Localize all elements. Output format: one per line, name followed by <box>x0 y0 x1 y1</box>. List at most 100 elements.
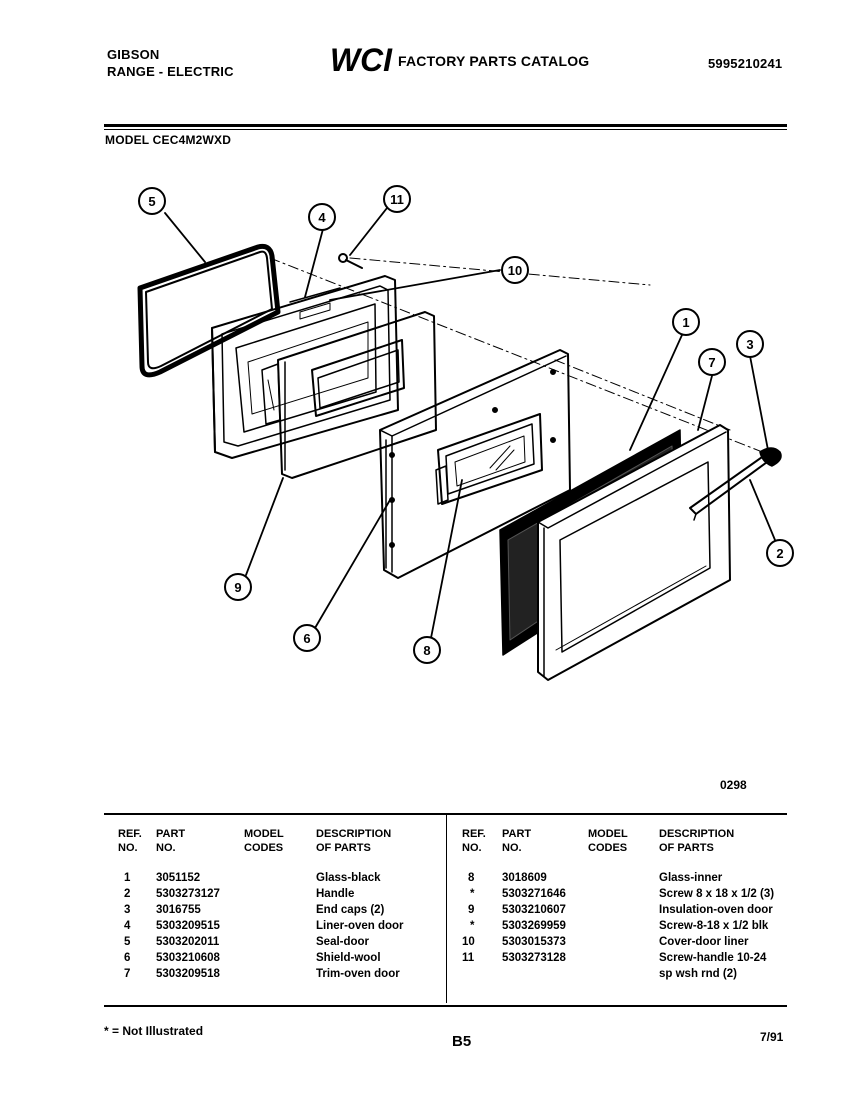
part-desc: Insulation-oven door <box>659 904 773 916</box>
model-label: MODEL CEC4M2WXD <box>105 133 232 147</box>
ref-no: * <box>470 920 475 932</box>
part-no: 3018609 <box>502 872 547 884</box>
header-desc-right: DESCRIPTION OF PARTS <box>659 828 735 854</box>
ref-no: 1 <box>124 872 131 884</box>
part-desc: Seal-door <box>316 936 370 948</box>
screw-handle-part <box>338 253 363 269</box>
ref-no: 7 <box>124 968 131 980</box>
table-row: 5 5303202011 Seal-door <box>104 936 444 952</box>
part-no: 5303269959 <box>502 920 566 932</box>
callout-6: 6 <box>303 631 310 646</box>
part-desc: End caps (2) <box>316 904 385 916</box>
catalog-number: 5995210241 <box>708 56 783 71</box>
callout-labels: 5 4 11 10 1 7 3 2 9 6 8 <box>148 192 783 658</box>
part-no: 5303209515 <box>156 920 220 932</box>
part-desc: Glass-inner <box>659 872 723 884</box>
part-no: 5303015373 <box>502 936 566 948</box>
part-no: 3016755 <box>156 904 201 916</box>
liner-oven-door-part <box>211 275 399 459</box>
part-desc: Trim-oven door <box>316 968 400 980</box>
table-row: 4 5303209515 Liner-oven door <box>104 920 444 936</box>
table-row: * 5303271646 Screw 8 x 18 x 1/2 (3) <box>448 888 786 904</box>
header-part-right: PART NO. <box>502 828 532 854</box>
seal-door-part <box>137 243 281 378</box>
callout-5: 5 <box>148 194 155 209</box>
part-desc: Liner-oven door <box>316 920 404 932</box>
brand-block: GIBSON RANGE - ELECTRIC <box>107 46 234 80</box>
part-no: 5303209518 <box>156 968 220 980</box>
table-row: sp wsh rnd (2) <box>448 968 786 984</box>
header-desc-left: DESCRIPTION OF PARTS <box>316 828 392 854</box>
table-row: 6 5303210608 Shield-wool <box>104 952 444 968</box>
handle-part <box>689 447 782 521</box>
column-divider <box>446 815 447 1003</box>
header-ref-right: REF. NO. <box>462 828 486 854</box>
part-desc: Glass-black <box>316 872 381 884</box>
page-id: B5 <box>452 1033 472 1050</box>
product-type: RANGE - ELECTRIC <box>107 64 234 79</box>
brand-name: GIBSON <box>107 47 160 62</box>
table-row: 11 5303273128 Screw-handle 10-24 <box>448 952 786 968</box>
part-desc: sp wsh rnd (2) <box>659 968 737 980</box>
part-no: 3051152 <box>156 872 201 884</box>
catalog-title: FACTORY PARTS CATALOG <box>398 53 590 69</box>
table-row: 8 3018609 Glass-inner <box>448 872 786 888</box>
part-desc: Handle <box>316 888 355 900</box>
part-desc: Shield-wool <box>316 952 381 964</box>
ref-no: 6 <box>124 952 131 964</box>
callout-8: 8 <box>423 643 430 658</box>
part-no: 5303273127 <box>156 888 220 900</box>
ref-no: 3 <box>124 904 131 916</box>
wci-logo: WCI <box>330 44 393 74</box>
table-row: 3 3016755 End caps (2) <box>104 904 444 920</box>
ref-no: 8 <box>468 872 475 884</box>
ref-no: 11 <box>462 952 475 964</box>
parts-table: REF. NO. PART NO. MODEL CODES DESCRIPTIO… <box>104 813 787 1007</box>
callout-circles <box>138 185 794 664</box>
part-no: 5303271646 <box>502 888 566 900</box>
header-model-right: MODEL CODES <box>588 828 628 854</box>
glass-inner-part <box>435 413 543 505</box>
table-row: 9 5303210607 Insulation-oven door <box>448 904 786 920</box>
ref-no: 4 <box>124 920 131 932</box>
table-row: 1 3051152 Glass-black <box>104 872 444 888</box>
ref-no: 2 <box>124 888 131 900</box>
table-row: * 5303269959 Screw-8-18 x 1/2 blk <box>448 920 786 936</box>
header-part-left: PART NO. <box>156 828 186 854</box>
trim-oven-door-part <box>537 424 731 681</box>
exploded-diagram: 5 4 11 10 1 7 3 2 9 6 8 <box>137 185 794 681</box>
table-row: 10 5303015373 Cover-door liner <box>448 936 786 952</box>
ref-no: * <box>470 888 475 900</box>
part-desc: Screw 8 x 18 x 1/2 (3) <box>659 888 775 900</box>
shield-wool-part <box>379 349 571 579</box>
header-model-left: MODEL CODES <box>244 828 284 854</box>
insulation-oven-door-part <box>261 311 437 479</box>
part-desc: Cover-door liner <box>659 936 749 948</box>
header-rule-thin <box>104 129 787 130</box>
part-no: 5303210608 <box>156 952 220 964</box>
callout-3: 3 <box>746 337 753 352</box>
callout-9: 9 <box>234 580 241 595</box>
table-row: 7 5303209518 Trim-oven door <box>104 968 444 984</box>
callout-7: 7 <box>708 355 715 370</box>
callout-1: 1 <box>682 315 689 330</box>
leader-lines <box>164 207 776 639</box>
diagram-code: 0298 <box>720 778 747 792</box>
part-no: 5303202011 <box>156 936 220 948</box>
callout-4: 4 <box>318 210 326 225</box>
part-no: 5303273128 <box>502 952 566 964</box>
ref-no: 9 <box>468 904 475 916</box>
part-desc: Screw-handle 10-24 <box>659 952 767 964</box>
ref-no: 5 <box>124 936 131 948</box>
header-rule <box>104 124 787 127</box>
assembly-lines <box>269 257 771 456</box>
table-row: 2 5303273127 Handle <box>104 888 444 904</box>
callout-11: 11 <box>390 192 404 207</box>
footnote: * = Not Illustrated <box>104 1024 204 1038</box>
header-ref-left: REF. NO. <box>118 828 142 854</box>
part-desc: Screw-8-18 x 1/2 blk <box>659 920 769 932</box>
callout-2: 2 <box>776 546 783 561</box>
part-no: 5303210607 <box>502 904 566 916</box>
wci-logo-text: WCI <box>330 44 393 74</box>
ref-no: 10 <box>462 936 475 948</box>
